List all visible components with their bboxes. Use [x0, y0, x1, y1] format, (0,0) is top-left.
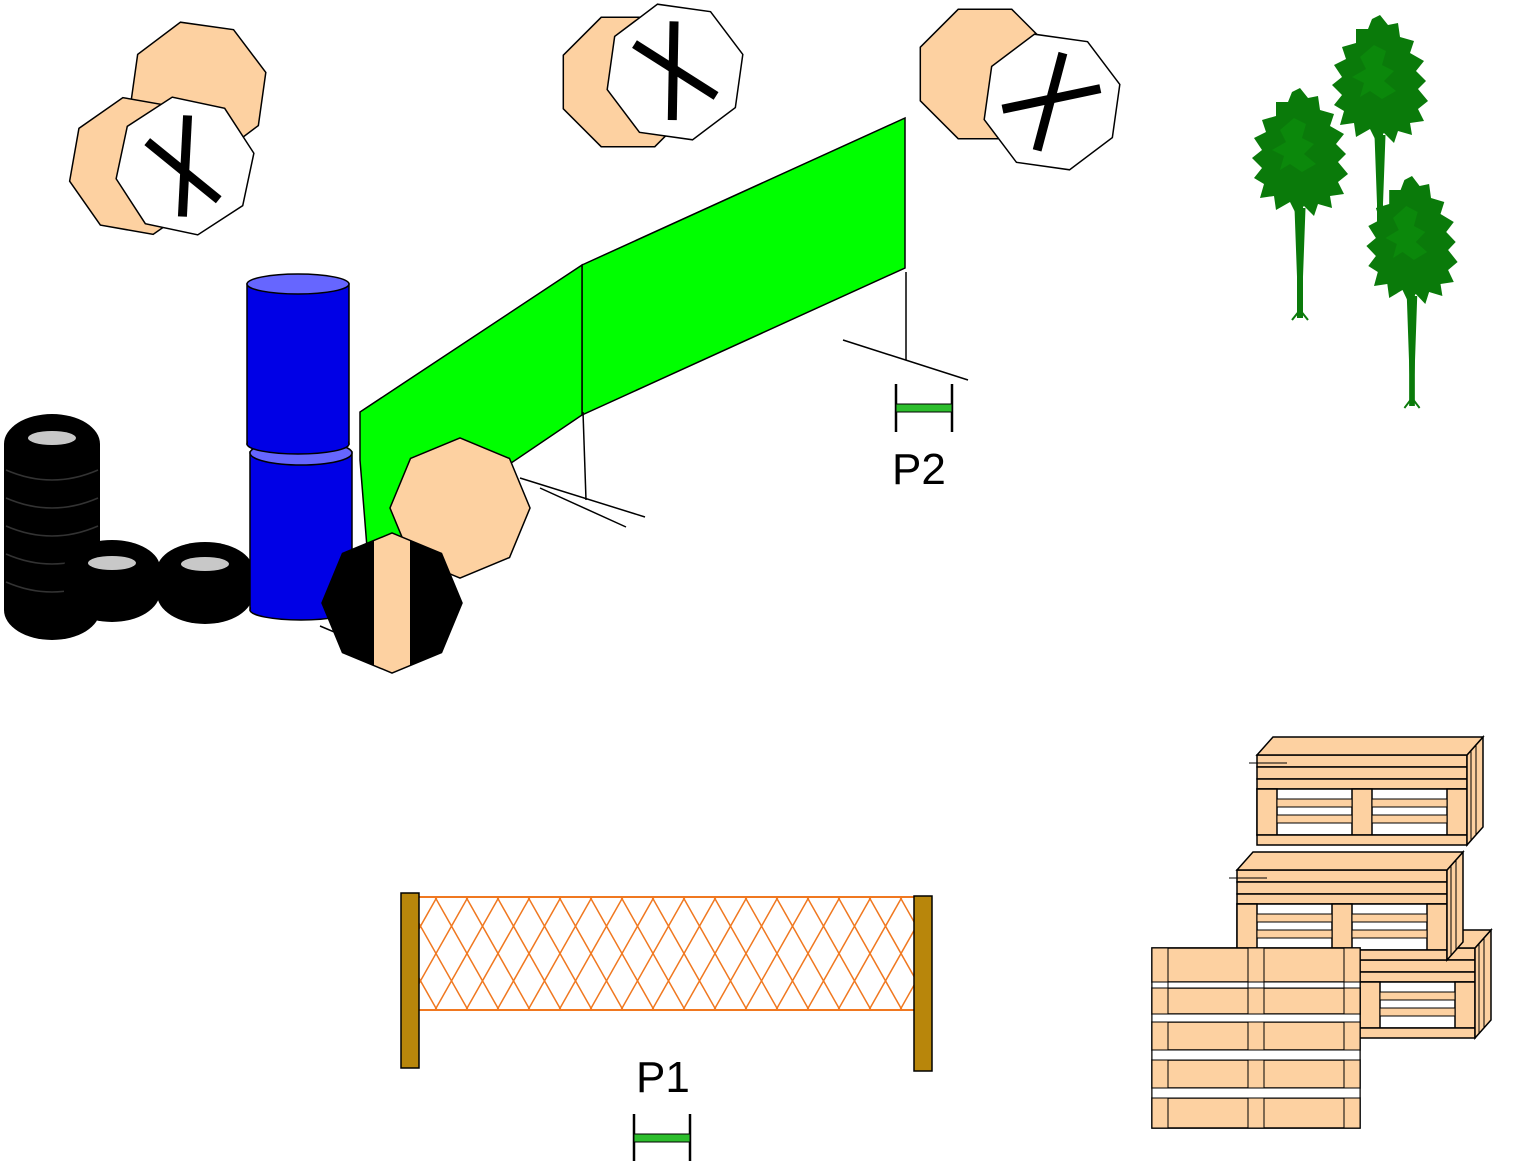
drum-icon — [246, 273, 350, 455]
support-foot — [519, 477, 646, 518]
net-post-left — [400, 892, 420, 1069]
tire-stack — [4, 414, 253, 640]
scale-marker-p2 — [894, 384, 954, 432]
pallet-icon — [1228, 851, 1464, 961]
support-foot — [842, 339, 969, 381]
pallet-icon — [1151, 947, 1361, 1129]
drum-stack — [246, 273, 353, 621]
green-screen-panel-right — [581, 116, 906, 417]
support-post — [582, 411, 587, 501]
drum-icon — [249, 440, 353, 621]
scale-marker-p1 — [632, 1114, 692, 1161]
pallet-stack — [1151, 736, 1492, 1129]
tire-icon — [4, 414, 100, 640]
tree-icon — [1250, 86, 1350, 322]
crossed-octagon-icon — [978, 28, 1126, 176]
tire-icon — [64, 540, 160, 622]
crossed-octagon-icon — [601, 0, 749, 146]
obstacle-cluster-top-center — [562, 0, 749, 148]
label-p2: P2 — [892, 445, 946, 494]
tire-icon — [157, 542, 253, 624]
obstacle-cluster-top-left — [62, 16, 272, 244]
tree-group — [1250, 13, 1460, 410]
label-p1: P1 — [636, 1053, 690, 1102]
crossed-octagon-icon — [107, 88, 263, 244]
tree-icon — [1364, 174, 1460, 410]
pallet-icon — [1248, 736, 1484, 846]
net-barrier-icon — [400, 892, 933, 1072]
obstacle-cluster-top-right — [919, 8, 1126, 176]
support-foot — [539, 487, 627, 528]
net-post-right — [913, 895, 933, 1072]
